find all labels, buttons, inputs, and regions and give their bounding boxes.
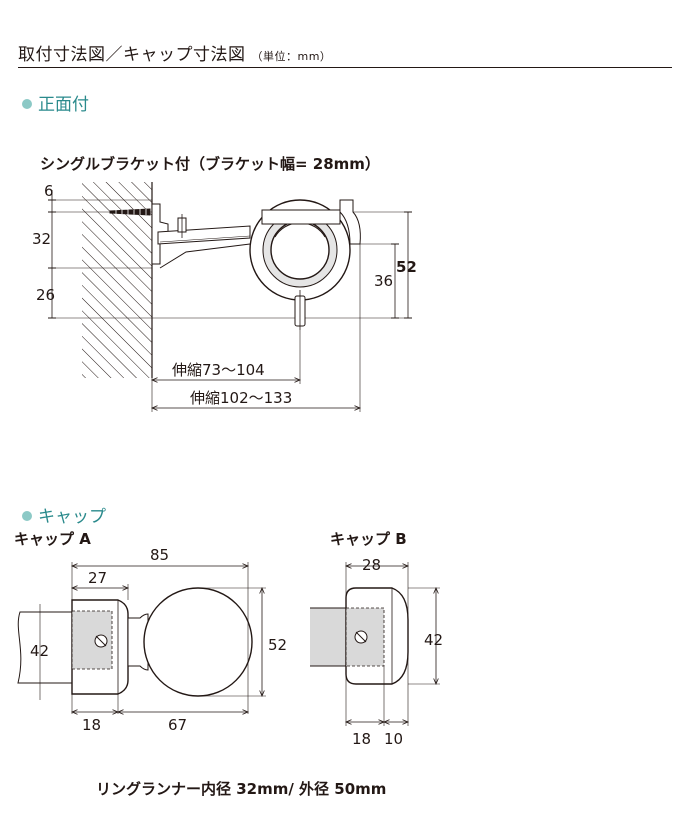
- dim-67: 67: [168, 716, 187, 734]
- front-diagram: [48, 182, 412, 412]
- dim-36: 36: [374, 272, 393, 290]
- dim-42b: 42: [424, 631, 443, 649]
- dim-18b: 18: [352, 730, 371, 748]
- dim-28: 28: [362, 556, 381, 574]
- rod-circle: [270, 220, 330, 280]
- cap-a-neck: [127, 613, 149, 671]
- ring-runner-note: リングランナー内径 32mm/ 外径 50mm: [96, 780, 387, 798]
- section-cap-label: キャップ: [38, 507, 106, 527]
- dim-ext2: 伸縮102～133: [190, 389, 292, 407]
- dim-52a: 52: [268, 636, 287, 654]
- dim-6: 6: [44, 182, 54, 200]
- dim-52: 52: [396, 258, 417, 276]
- unit-note: （単位：mm）: [251, 50, 332, 63]
- title-rule: [18, 67, 672, 68]
- dim-18a: 18: [82, 716, 101, 734]
- cap-a-label: キャップ A: [14, 530, 91, 548]
- cap-b-dim-labels: 28 42 18 10: [352, 556, 443, 748]
- cap-a-dim-labels: 85 27 42 52 18 67: [30, 546, 287, 734]
- cap-b-diagram: [310, 562, 440, 726]
- cap-b-label: キャップ B: [330, 530, 407, 548]
- dim-26: 26: [36, 286, 55, 304]
- dim-27: 27: [88, 569, 107, 587]
- page-title-text: 取付寸法図／キャップ寸法図: [18, 45, 246, 65]
- front-dim-labels: 6 32 26 36 52 伸縮73～104 伸縮102～133: [32, 182, 417, 407]
- cap-a-diagram: [17, 562, 266, 714]
- front-subtitle: シングルブラケット付（ブラケット幅= 28mm）: [40, 155, 380, 173]
- cap-a-ball: [143, 587, 253, 697]
- dim-32: 32: [32, 230, 51, 248]
- dim-ext1: 伸縮73～104: [172, 361, 265, 379]
- dim-10: 10: [384, 730, 403, 748]
- page-title: 取付寸法図／キャップ寸法図 （単位：mm）: [18, 40, 331, 65]
- dim-85: 85: [150, 546, 169, 564]
- dim-42a: 42: [30, 642, 49, 660]
- bullet-dot-icon: [22, 99, 32, 109]
- section-front-label: 正面付: [38, 95, 89, 115]
- section-front: 正面付: [22, 90, 89, 115]
- section-cap: キャップ: [22, 502, 106, 527]
- bullet-dot-icon: [22, 511, 32, 521]
